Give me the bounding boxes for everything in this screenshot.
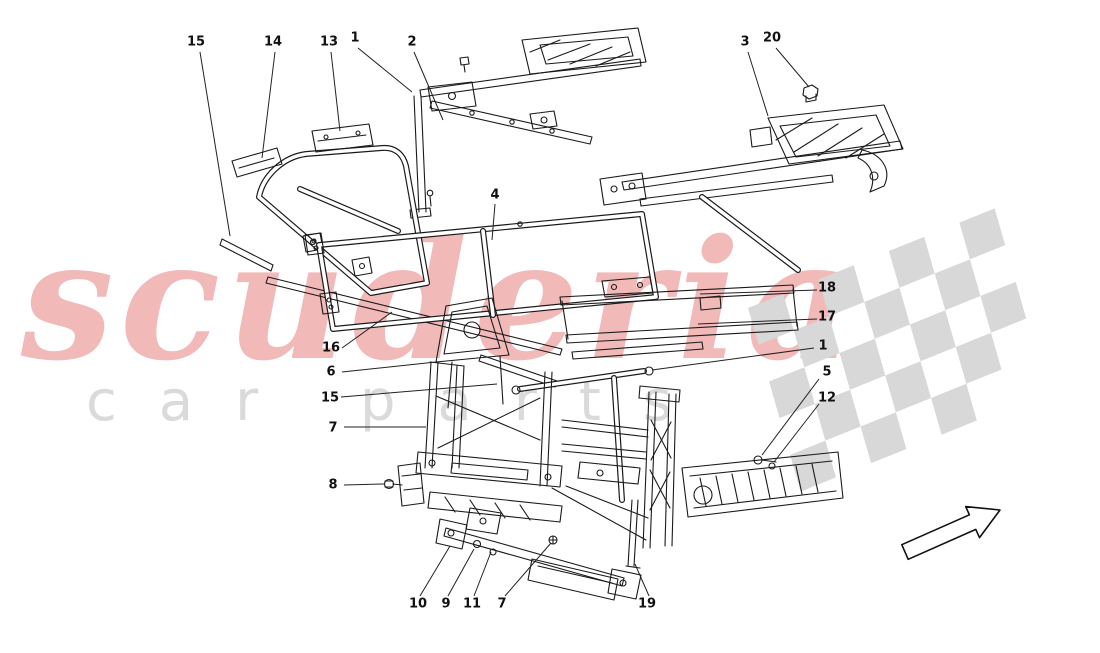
frame-line-art: [219, 27, 904, 601]
leader-lines: [199, 47, 820, 597]
checkered-flag-watermark: [748, 208, 1027, 492]
direction-arrow-icon: [900, 505, 1001, 561]
